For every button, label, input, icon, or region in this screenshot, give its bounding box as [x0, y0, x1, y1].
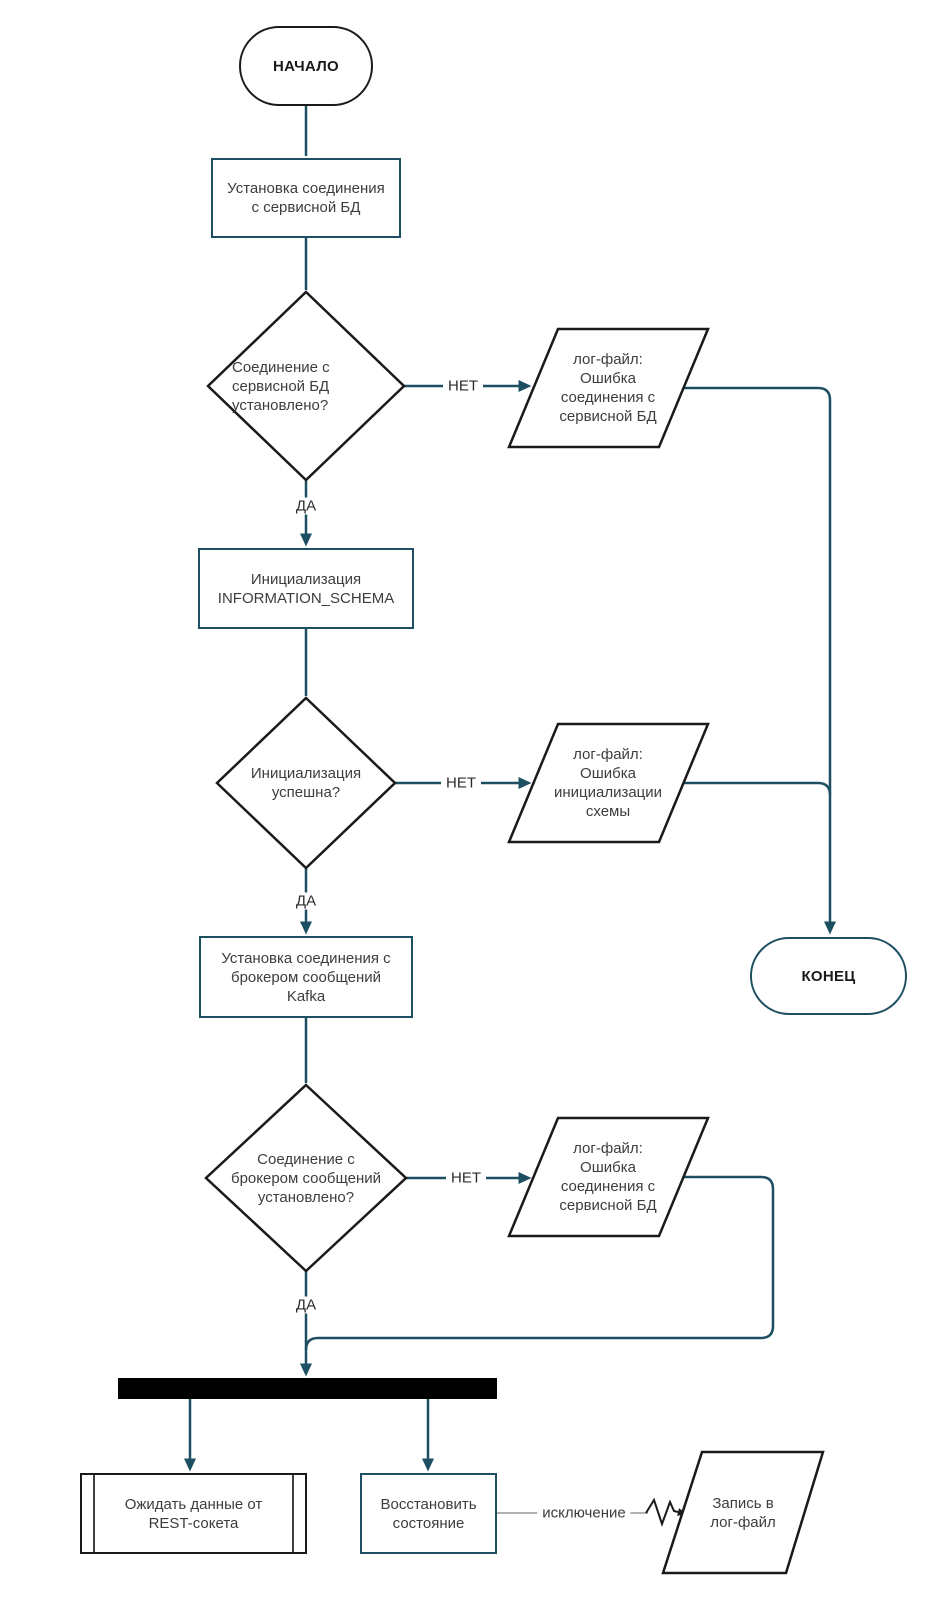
decision-db-connected-shape	[206, 290, 406, 482]
decision-kafka-connected-label: Соединение с брокером сообщений установл…	[230, 1150, 381, 1206]
end-terminator: КОНЕЦ	[750, 937, 907, 1015]
decision-db-connected: Соединение с сервисной БД установлено?	[232, 352, 382, 420]
start-label: НАЧАЛО	[272, 57, 340, 75]
label-no-3: НЕТ	[446, 1169, 486, 1187]
label-exception: исключение	[537, 1504, 631, 1522]
decision-init-ok-shape	[215, 696, 397, 870]
io-log-init-error: лог-файл: Ошибка инициализации схемы	[533, 745, 683, 821]
process-init-schema-label: Инициализация INFORMATION_SCHEMA	[217, 570, 395, 607]
connector-log2-join-end-line	[683, 781, 832, 796]
process-connect-kafka-label: Установка соединения с брокером сообщени…	[221, 949, 391, 1005]
io-log-init-error-label: лог-файл: Ошибка инициализации схемы	[553, 746, 663, 820]
decision-kafka-connected-shape	[204, 1083, 408, 1273]
label-no-1: НЕТ	[443, 377, 483, 395]
label-yes-3: ДА	[290, 1296, 322, 1314]
fork-bar	[118, 1378, 497, 1399]
io-log-db-error: лог-файл: Ошибка соединения с сервисной …	[533, 350, 683, 426]
label-yes-2: ДА	[290, 892, 322, 910]
connector-log1-to-end	[683, 386, 836, 935]
io-log-kafka-error-label: лог-файл: Ошибка соединения с сервисной …	[559, 1140, 657, 1214]
predefined-wait-rest-label: Ожидать данные от REST-сокета	[124, 1495, 263, 1532]
process-restore-state: Восстановить состояние	[360, 1473, 497, 1554]
predefined-wait-rest: Ожидать данные от REST-сокета	[80, 1473, 307, 1554]
process-init-schema: Инициализация INFORMATION_SCHEMA	[198, 548, 414, 629]
io-write-log-label: Запись в лог-файл	[710, 1495, 776, 1531]
decision-db-connected-label: Соединение с сервисной БД установлено?	[232, 358, 330, 414]
io-log-kafka-error: лог-файл: Ошибка соединения с сервисной …	[533, 1139, 683, 1215]
io-write-log: Запись в лог-файл	[683, 1494, 803, 1532]
io-log-init-error-shape	[507, 722, 710, 844]
predefined-right-bar	[292, 1475, 294, 1552]
connector-log3-feedback	[304, 1175, 775, 1351]
end-label: КОНЕЦ	[801, 967, 856, 985]
io-write-log-shape	[661, 1450, 825, 1575]
process-connect-db: Установка соединения с сервисной БД	[211, 158, 401, 238]
io-log-kafka-error-shape	[507, 1116, 710, 1238]
decision-init-ok-label: Инициализация успешна?	[250, 765, 362, 801]
decision-init-ok: Инициализация успешна?	[221, 763, 391, 803]
io-log-db-error-label: лог-файл: Ошибка соединения с сервисной …	[559, 351, 657, 425]
exception-zigzag-icon	[645, 1497, 687, 1528]
io-log-db-error-shape	[507, 327, 710, 449]
predefined-left-bar	[93, 1475, 95, 1552]
label-no-2: НЕТ	[441, 774, 481, 792]
process-restore-state-label: Восстановить состояние	[380, 1495, 477, 1532]
process-connect-db-label: Установка соединения с сервисной БД	[227, 180, 385, 216]
decision-kafka-connected: Соединение с брокером сообщений установл…	[221, 1148, 391, 1208]
start-terminator: НАЧАЛО	[239, 26, 373, 106]
process-connect-kafka: Установка соединения с брокером сообщени…	[199, 936, 413, 1018]
label-yes-1: ДА	[290, 497, 322, 515]
